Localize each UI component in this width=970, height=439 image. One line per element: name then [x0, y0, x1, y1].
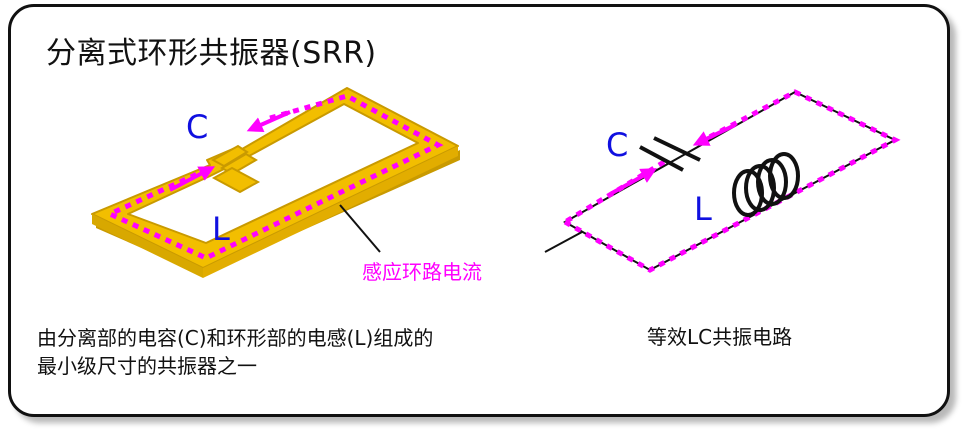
induced-current-leader	[340, 205, 380, 252]
lc-current-arrow-left	[612, 172, 650, 193]
lc-circuit	[565, 92, 895, 270]
inductor-coil-symbol	[734, 154, 798, 215]
lc-caption: 等效LC共振电路	[647, 323, 792, 351]
srr-inductor-label: L	[212, 210, 230, 248]
lc-capacitor-label: C	[606, 126, 628, 164]
lc-inductor-label: L	[694, 190, 712, 228]
srr-caption-line2: 最小级尺寸的共振器之一	[37, 352, 257, 380]
srr-capacitor-label: C	[186, 108, 208, 146]
induced-current-label: 感应环路电流	[362, 256, 482, 285]
lc-leader	[545, 232, 582, 252]
capacitor-symbol	[640, 138, 700, 170]
srr-caption-line1: 由分离部的电容(C)和环形部的电感(L)组成的	[37, 324, 433, 352]
lc-current-arrow-top	[700, 125, 735, 142]
